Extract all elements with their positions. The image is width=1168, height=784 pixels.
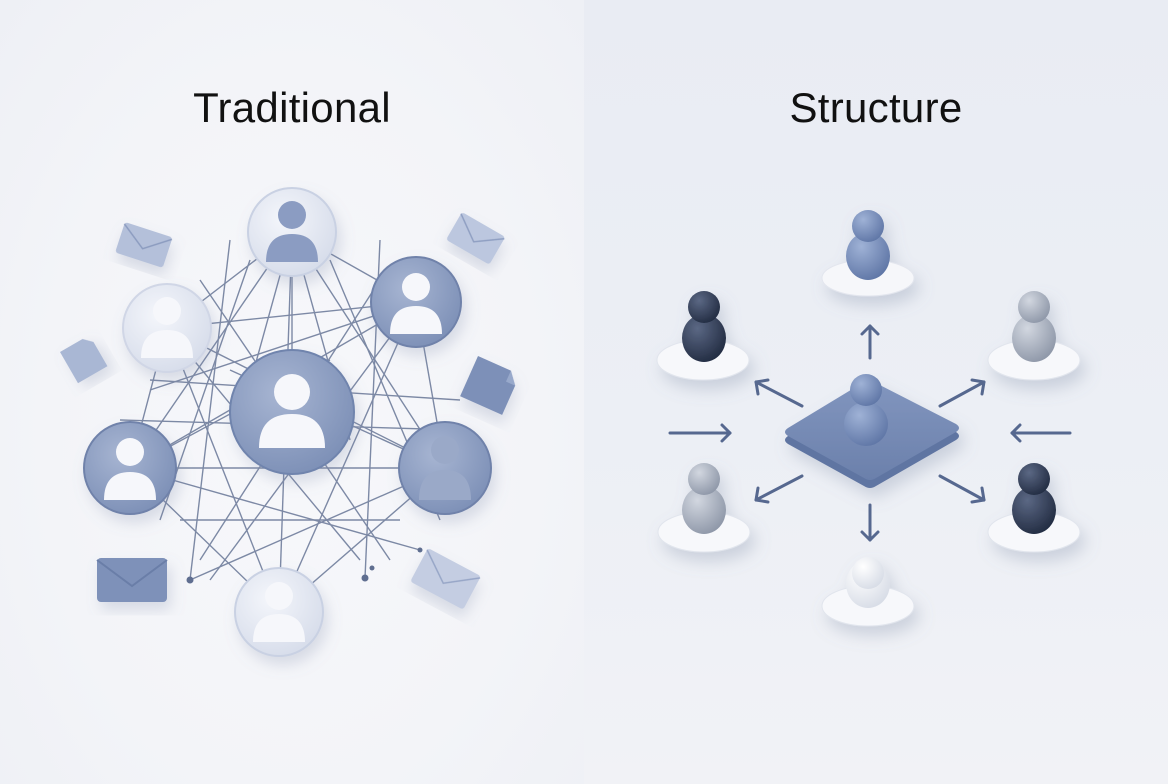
direction-arrows <box>668 324 1072 542</box>
person-node-bottom <box>234 567 324 657</box>
person-node-lower-right <box>398 421 492 515</box>
arrow-up-icon <box>860 324 880 360</box>
pawn-bottom <box>821 557 915 627</box>
envelope-icon <box>96 558 168 602</box>
hub-spoke-diagram <box>656 210 1081 627</box>
pawn-lower-left <box>657 463 751 553</box>
structure-panel: Structure <box>584 0 1168 784</box>
traditional-panel: Traditional <box>0 0 584 784</box>
person-node-upper-right <box>370 256 462 348</box>
pawn-upper-right <box>987 291 1081 381</box>
envelope-icon <box>411 549 481 609</box>
arrow-upright-icon <box>938 378 986 408</box>
arrow-upleft-icon <box>754 378 804 408</box>
structure-title: Structure <box>789 84 963 131</box>
line-endpoints <box>186 547 423 584</box>
arrow-downright-icon <box>938 474 986 504</box>
pawn-lower-right <box>987 463 1081 553</box>
arrow-downleft-icon <box>754 474 804 504</box>
person-node-top <box>247 187 337 277</box>
pawn-upper-left <box>656 291 750 381</box>
arrow-left-icon <box>1010 423 1072 443</box>
person-node-lower-left <box>83 421 177 515</box>
traditional-title: Traditional <box>193 84 391 131</box>
envelope-icon <box>115 222 173 268</box>
pawn-top <box>821 210 915 297</box>
arrow-down-icon <box>860 503 880 542</box>
person-node-upper-left <box>122 283 212 373</box>
mesh-network-diagram <box>60 187 516 657</box>
document-icon <box>60 339 108 384</box>
person-node-center <box>229 349 355 475</box>
envelope-icon <box>447 213 505 264</box>
arrow-right-icon <box>668 423 732 443</box>
hub-pawn <box>844 374 888 446</box>
document-icon <box>460 356 516 415</box>
